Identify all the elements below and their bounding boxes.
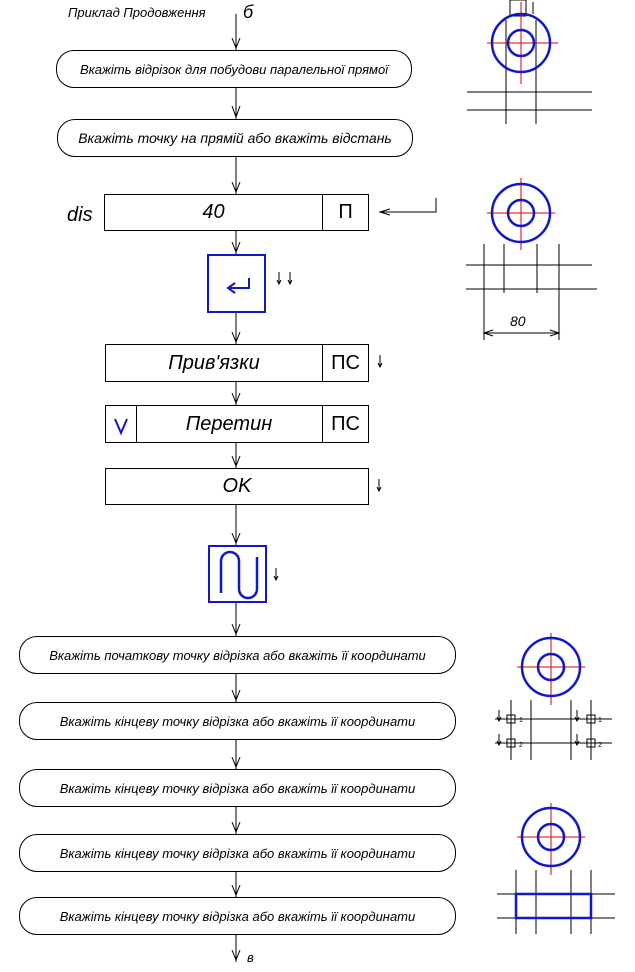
prompt-point-or-distance: Вкажіть точку на прямій або вкажіть відс… xyxy=(57,119,413,157)
segment-tool-button[interactable] xyxy=(208,545,267,603)
ok-button[interactable]: OK xyxy=(105,468,369,505)
intersection-field[interactable]: Перетин ПС xyxy=(105,405,369,443)
prompt-select-segment: Вкажіть відрізок для побудови паралельно… xyxy=(56,50,412,88)
prompt-end-point-2: Вкажіть кінцеву точку відрізка або вкажі… xyxy=(19,769,456,807)
distance-apply-button[interactable]: П xyxy=(322,195,368,230)
polyline-tool-icon xyxy=(219,550,259,600)
snaps-label: Прив'язки xyxy=(168,351,260,374)
dimension-value: 80 xyxy=(510,313,526,329)
prompt-end-point-1: Вкажіть кінцеву точку відрізка або вкажі… xyxy=(19,702,456,740)
snap-label-b: 1 xyxy=(598,717,602,724)
prompt-end-point-4: Вкажіть кінцеву точку відрізка або вкажі… xyxy=(19,897,456,935)
distance-field[interactable]: 40 П xyxy=(104,194,369,231)
exit-connector-label: в xyxy=(247,950,254,965)
enter-key[interactable] xyxy=(207,254,266,313)
entry-connector-label: б xyxy=(243,2,254,22)
distance-value: 40 xyxy=(202,201,225,223)
check-icon[interactable] xyxy=(106,406,137,442)
intersection-button[interactable]: ПС xyxy=(322,406,368,442)
snap-label-c: 2 xyxy=(519,742,523,749)
prompt-start-point: Вкажіть початкову точку відрізка або вка… xyxy=(19,636,456,674)
ok-label: OK xyxy=(222,475,252,497)
snaps-field[interactable]: Прив'язки ПС xyxy=(105,344,369,382)
snap-label-a: 1 xyxy=(519,717,523,724)
snaps-button[interactable]: ПС xyxy=(322,345,368,381)
intersection-label: Перетин xyxy=(185,412,273,435)
enter-icon xyxy=(226,278,250,294)
prompt-end-point-3: Вкажіть кінцеву точку відрізка або вкажі… xyxy=(19,834,456,872)
snap-label-d: 2 xyxy=(598,742,602,749)
distance-label: dis xyxy=(67,204,93,226)
diagram-title: Приклад Продовження xyxy=(68,5,206,20)
